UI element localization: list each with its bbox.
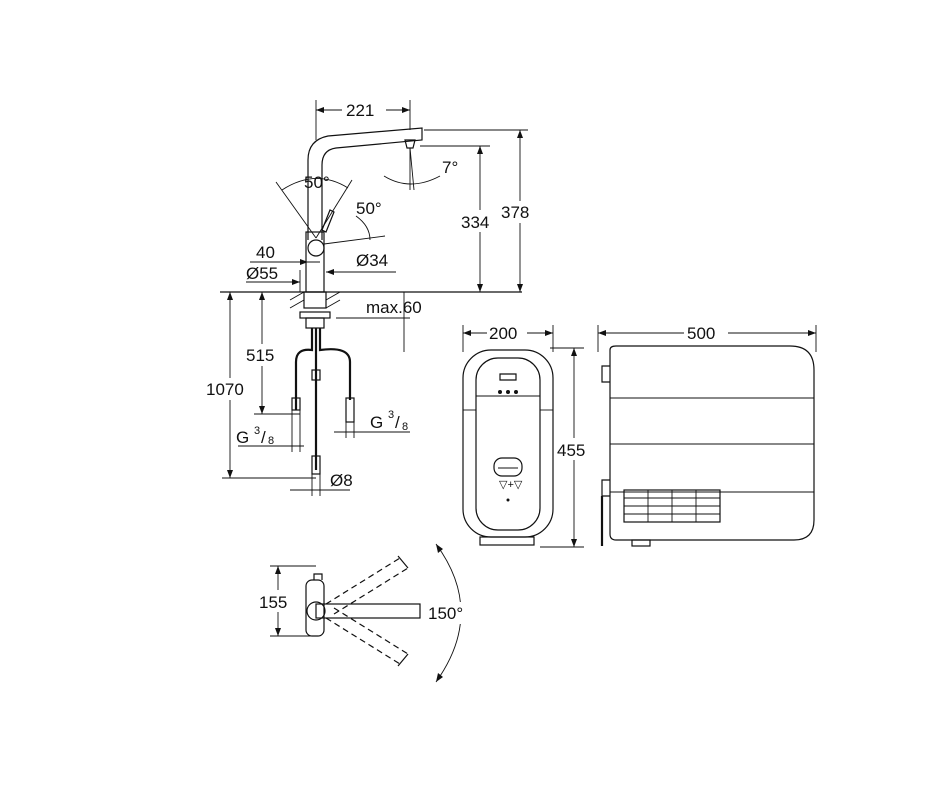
thread-right-den: 8	[402, 421, 408, 433]
unit-display	[493, 457, 523, 477]
spout-tip	[404, 139, 416, 149]
faucet-spout	[307, 127, 423, 240]
unit-side-view	[600, 345, 815, 547]
swivel-arc	[281, 178, 349, 191]
dim-top-depth: 155	[259, 593, 287, 612]
faucet-top-dimensions: 155 150°	[258, 565, 470, 637]
thread-right-num: 3	[388, 409, 394, 421]
thread-left-num: 3	[254, 425, 260, 437]
mounting-nut	[299, 311, 331, 319]
spout-angle-line-2	[409, 147, 415, 191]
dim-unit-depth: 500	[687, 324, 715, 343]
unit-side-body	[609, 345, 815, 541]
unit-feet	[479, 536, 535, 546]
dim-tube-diameter: Ø8	[330, 471, 353, 490]
dim-spout-height: 334	[461, 213, 489, 232]
swivel-dashed-upper	[325, 557, 409, 615]
svg-text:/: /	[261, 428, 266, 447]
dim-total-height: 378	[501, 203, 529, 222]
unit-top-icon	[499, 373, 517, 381]
dim-hose-long: 1070	[206, 380, 244, 399]
fitting-mid	[311, 369, 321, 381]
dim-max-thickness: max.60	[366, 298, 422, 317]
dim-swivel-range: 150°	[428, 604, 463, 623]
dim-unit-height: 455	[557, 441, 585, 460]
swivel-line-right	[315, 179, 353, 239]
dim-base-diameter: Ø55	[246, 264, 278, 283]
faucet-dimensions: 221 7° 50° 50° 334 378 40 Ø55 Ø34 max.6	[204, 100, 540, 496]
dim-spout-angle: 7°	[442, 158, 458, 177]
svg-text:/: /	[395, 413, 400, 432]
mounting-block	[303, 291, 327, 309]
dim-hose-short: 515	[246, 346, 274, 365]
hatch-right	[325, 291, 341, 309]
faucet-lever	[321, 209, 335, 233]
dim-spout-reach: 221	[346, 101, 374, 120]
thread-left-den: 8	[268, 435, 274, 447]
lever-angle-line	[323, 235, 386, 245]
lever-arc	[355, 215, 371, 241]
unit-front-panel	[475, 357, 541, 531]
swivel-line-left	[275, 181, 317, 239]
dim-thread-left: G	[236, 428, 249, 447]
dim-unit-width: 200	[489, 324, 517, 343]
swivel-dashed-lower	[325, 607, 409, 665]
dim-swivel-right: 50°	[356, 199, 382, 218]
dim-body-diameter: Ø34	[356, 251, 388, 270]
unit-side-connector-top	[601, 365, 610, 383]
hatch-left	[289, 291, 305, 309]
hose-right	[318, 328, 352, 400]
fitting-left	[291, 397, 301, 411]
fitting-right	[345, 397, 355, 423]
hose-left	[294, 328, 314, 410]
svg-text:▽+▽: ▽+▽	[499, 479, 523, 491]
top-view-spout	[315, 603, 421, 619]
unit-front-dimensions: 200 455	[462, 322, 596, 548]
unit-side-connector-bottom	[601, 479, 610, 497]
spout-angle-arc	[383, 175, 441, 185]
top-view-base	[305, 579, 325, 637]
unit-front-view: ▽+▽	[462, 349, 554, 546]
faucet-knob	[307, 239, 325, 257]
unit-side-dimensions: 500	[597, 322, 817, 352]
fitting-center	[311, 455, 321, 475]
dim-swivel-left: 50°	[304, 173, 330, 192]
dim-thread-right: G	[370, 413, 383, 432]
dim-base-offset: 40	[256, 243, 275, 262]
mounting-nut-2	[305, 317, 325, 329]
